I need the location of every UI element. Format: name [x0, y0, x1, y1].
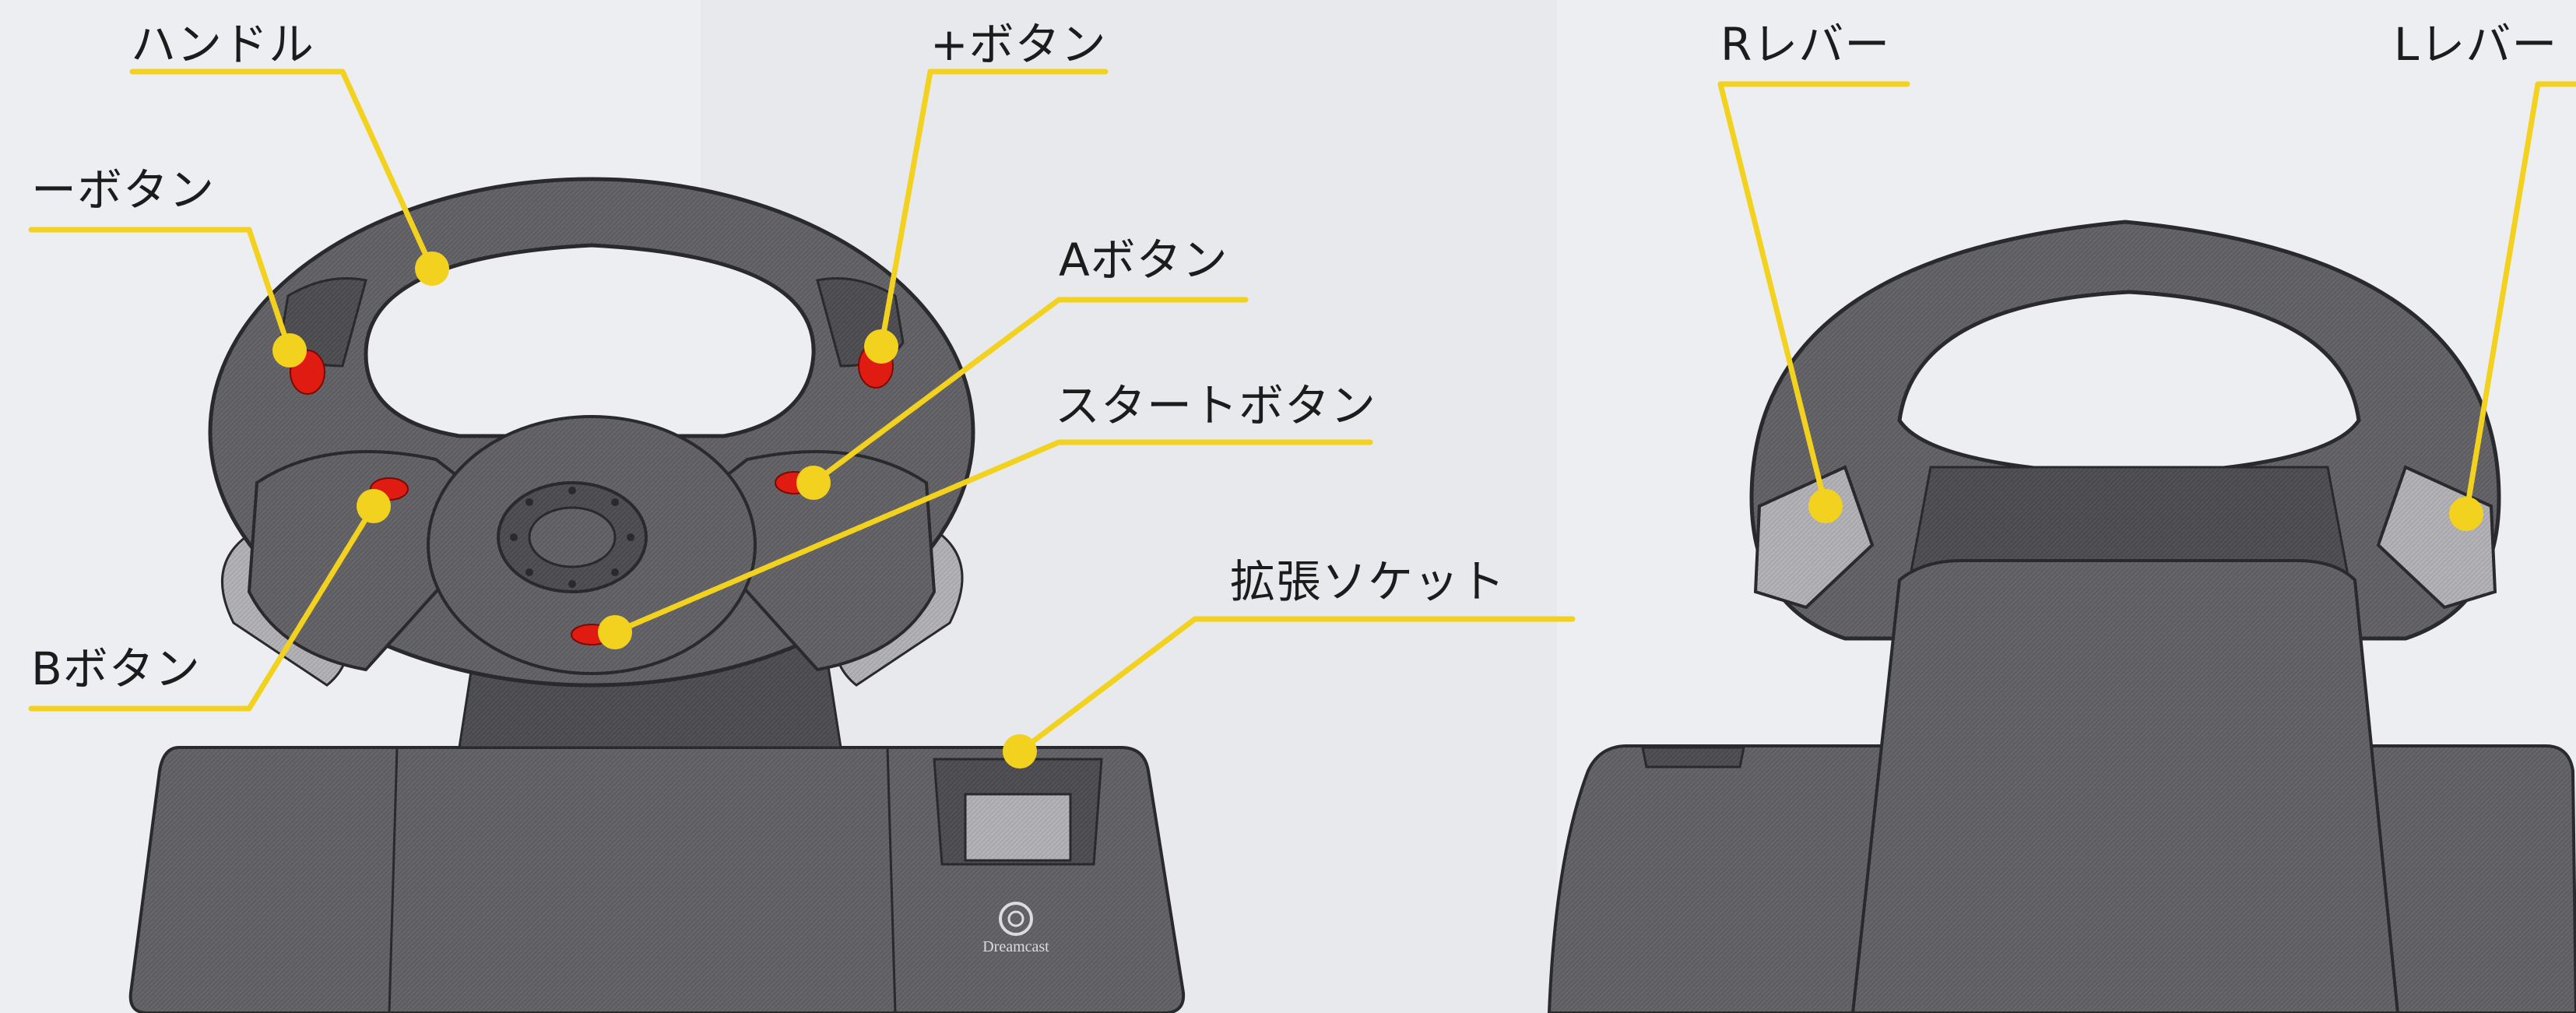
back-view-controller: [1547, 220, 2576, 1013]
leader-minus: [28, 227, 293, 353]
label-r-lever: Rレバー: [1720, 18, 1891, 71]
leader-r-lever: [1717, 81, 1910, 509]
dreamcast-swirl-icon: [999, 902, 1033, 936]
label-handle: ハンドル: [131, 18, 315, 71]
expansion-socket-back: [1641, 746, 1745, 769]
label-start-button: スタートボタン: [1055, 379, 1377, 432]
leader-socket: [1017, 616, 1576, 754]
brand-logo-text: Dreamcast: [982, 938, 1049, 955]
leader-handle: [129, 69, 435, 272]
label-b-button: Bボタン: [31, 642, 201, 695]
r-lever: [1753, 465, 1875, 610]
base-unit: [128, 746, 1186, 1013]
label-plus-button: +ボタン: [930, 18, 1107, 71]
leader-b: [28, 503, 377, 712]
leader-l-lever: [2463, 81, 2576, 517]
label-minus-button: ーボタン: [31, 164, 216, 216]
label-l-lever: Lレバー: [2394, 18, 2558, 71]
label-a-button: Aボタン: [1059, 234, 1228, 287]
label-expansion-socket: 拡張ソケット: [1230, 555, 1506, 608]
leader-start: [612, 439, 1373, 635]
leader-lines: [28, 69, 2576, 754]
leader-plus: [878, 69, 1109, 350]
callout-dots: [272, 251, 2483, 769]
leader-a: [810, 297, 1249, 486]
